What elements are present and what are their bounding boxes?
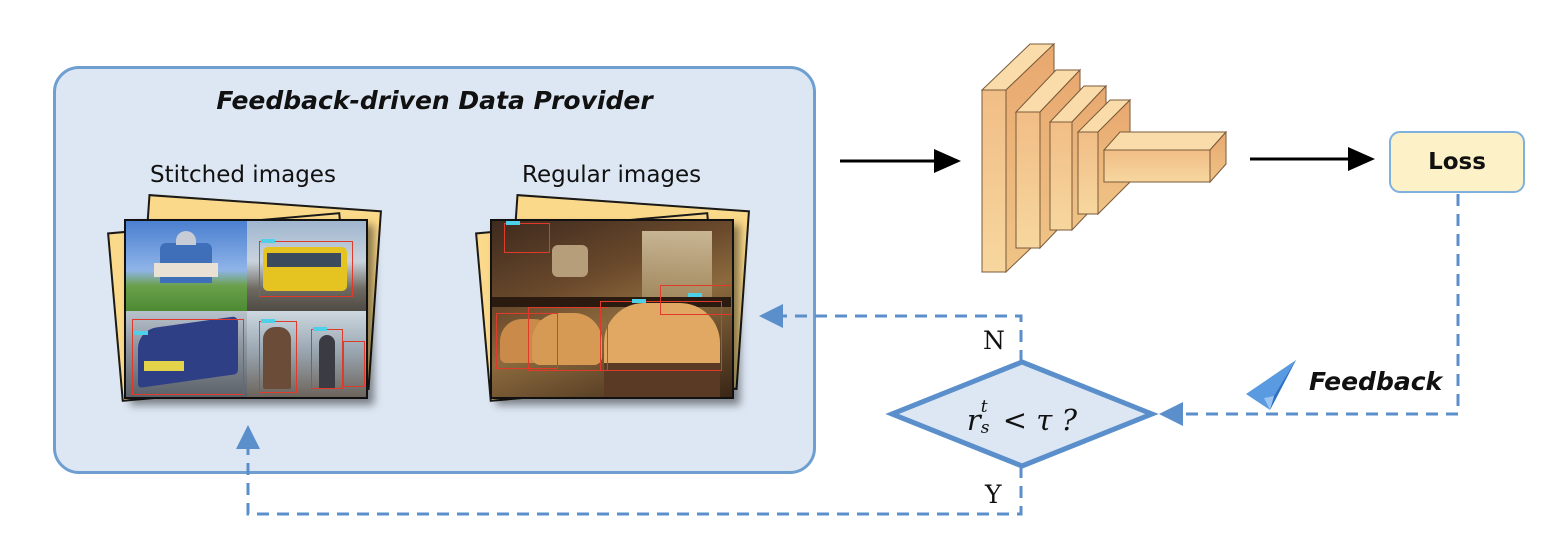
regular-image	[490, 219, 734, 399]
no-branch-label: N	[983, 326, 1005, 355]
regular-images-label: Regular images	[522, 162, 702, 188]
loss-label: Loss	[1428, 149, 1486, 175]
stitched-images-label: Stitched images	[150, 162, 336, 188]
condition-subscript: s	[980, 418, 990, 438]
yes-branch-line	[236, 425, 1023, 516]
condition-superscript: t	[980, 397, 988, 417]
yes-branch-label: Y	[985, 480, 1002, 509]
condition-variable: r	[966, 403, 981, 437]
loss-box: Loss	[1389, 131, 1525, 193]
feedback-label: Feedback	[1309, 367, 1443, 396]
neural-network-icon	[980, 42, 1228, 274]
stitched-tile-bus	[247, 221, 366, 311]
stitched-image	[124, 219, 368, 399]
stitched-tile-train	[126, 311, 247, 397]
condition-threshold: < τ ?	[993, 403, 1078, 437]
paper-plane-icon	[1246, 360, 1296, 410]
no-branch-line	[759, 304, 1023, 362]
stitched-tile-people	[247, 311, 366, 397]
feedback-dashed-line	[1159, 194, 1460, 426]
network-head-layer	[1102, 130, 1228, 184]
stitched-tile-building	[126, 221, 247, 311]
provider-title: Feedback-driven Data Provider	[216, 86, 653, 115]
